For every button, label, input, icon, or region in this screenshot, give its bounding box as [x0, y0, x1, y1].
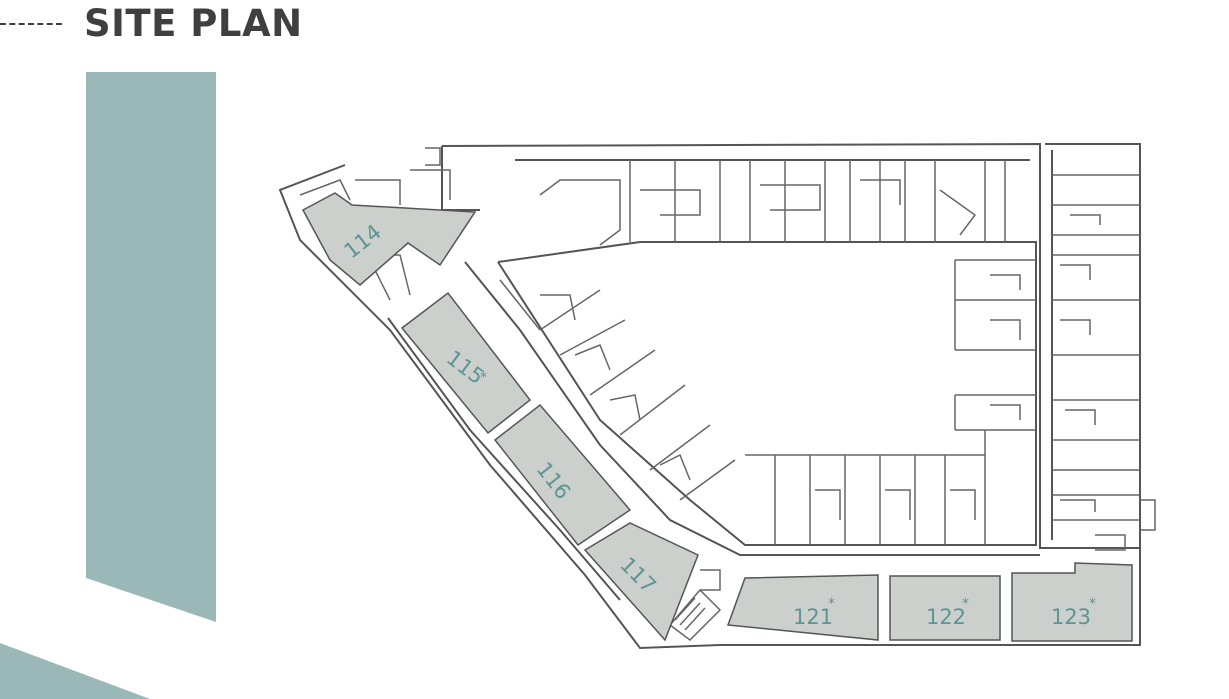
- page-header: SITE PLAN: [0, 0, 400, 48]
- building-outline: [278, 142, 1141, 650]
- unit-114-shape[interactable]: [301, 192, 477, 286]
- unit-122-shape[interactable]: [889, 575, 1001, 641]
- unit-labels: 114 115 * 116 117 121 * 122 * 123 *: [340, 220, 1096, 629]
- unit-star-121: *: [828, 596, 835, 612]
- teal-accent-panel: [86, 72, 216, 622]
- retail-units: [301, 192, 1133, 642]
- unit-label-123: 123: [1051, 605, 1091, 629]
- unit-star-123: *: [1089, 596, 1096, 612]
- unit-label-122: 122: [926, 605, 966, 629]
- unit-121-shape[interactable]: [726, 574, 879, 641]
- dashed-rule: [0, 23, 62, 25]
- unit-star-115: *: [480, 370, 487, 386]
- unit-123-shape[interactable]: [1011, 562, 1133, 642]
- unit-117-shape[interactable]: [583, 522, 699, 642]
- unit-label-121: 121: [793, 605, 833, 629]
- unit-115-shape[interactable]: [400, 291, 532, 435]
- unit-star-122: *: [962, 596, 969, 612]
- teal-accent-corner: [0, 643, 150, 699]
- room-partitions: [299, 147, 1156, 641]
- unit-116-shape[interactable]: [493, 403, 632, 547]
- page-title: SITE PLAN: [84, 2, 303, 45]
